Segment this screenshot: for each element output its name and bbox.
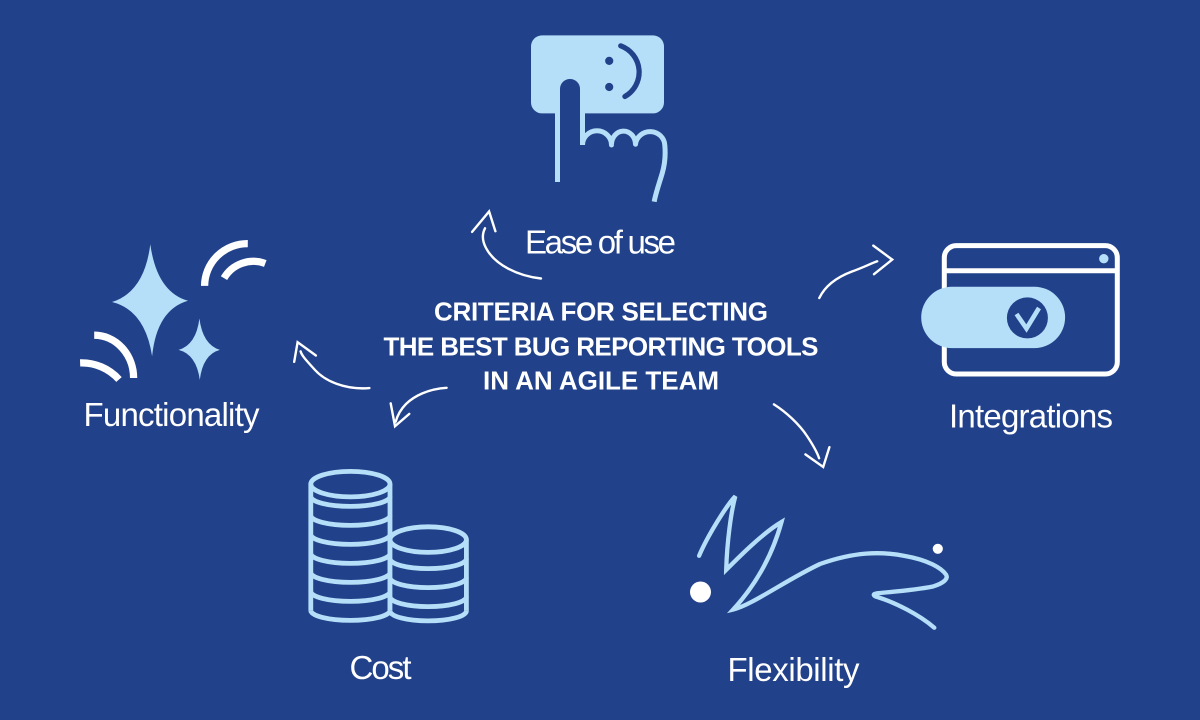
svg-text:Integrations: Integrations: [949, 397, 1113, 434]
svg-text:Functionality: Functionality: [84, 396, 261, 433]
svg-text:Ease of use: Ease of use: [525, 224, 676, 261]
svg-text:CRITERIA FOR SELECTING: CRITERIA FOR SELECTING: [434, 297, 768, 327]
svg-text:Flexibility: Flexibility: [728, 651, 861, 688]
svg-text:IN AN AGILE TEAM: IN AN AGILE TEAM: [483, 366, 719, 396]
svg-text:Cost: Cost: [350, 649, 412, 686]
svg-text:THE BEST BUG REPORTING TOOLS: THE BEST BUG REPORTING TOOLS: [384, 331, 819, 361]
